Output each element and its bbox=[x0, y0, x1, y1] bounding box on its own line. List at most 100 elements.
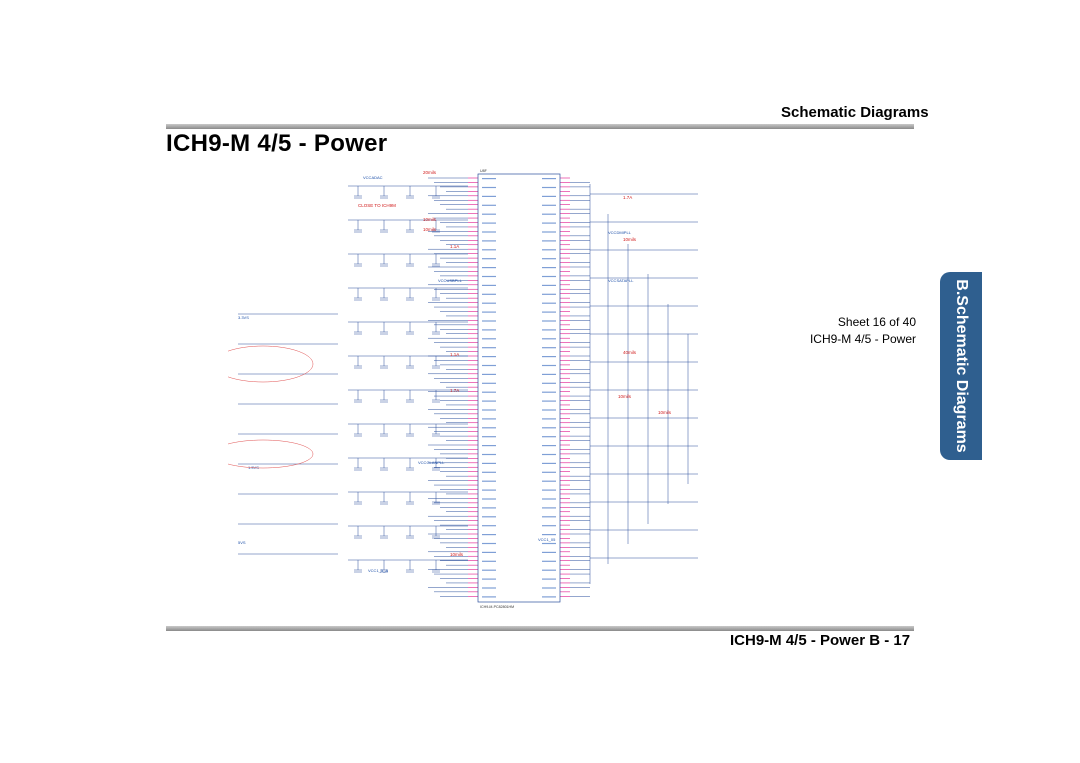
pin-name-mark bbox=[482, 462, 496, 464]
pin-name-mark bbox=[542, 569, 556, 571]
pin-name-mark bbox=[482, 284, 496, 286]
pin-name-mark bbox=[482, 293, 496, 295]
pin-name-mark bbox=[542, 525, 556, 527]
highlight-ellipse bbox=[228, 439, 314, 469]
pin-name-mark bbox=[542, 409, 556, 411]
pin-name-mark bbox=[542, 275, 556, 278]
pin-name-mark bbox=[542, 373, 556, 375]
pin-name-mark bbox=[482, 436, 496, 438]
pin-name-mark bbox=[542, 391, 556, 393]
side-tab-label: B.Schematic Diagrams bbox=[953, 279, 970, 453]
pin-name-mark bbox=[482, 258, 496, 260]
pin-name-mark bbox=[482, 204, 496, 206]
pin-name-mark bbox=[542, 338, 556, 340]
pin-name-mark bbox=[482, 231, 496, 233]
net-label: CLOSE TO ICH9M bbox=[358, 203, 396, 208]
pin-name-mark bbox=[542, 347, 556, 349]
chip-ref-label: U8F bbox=[480, 169, 488, 173]
pin-name-mark bbox=[542, 453, 556, 456]
pin-name-mark bbox=[482, 471, 496, 473]
pin-name-mark bbox=[542, 578, 556, 580]
current-label: 10mils bbox=[618, 394, 632, 399]
pin-name-mark bbox=[542, 204, 556, 206]
pin-name-mark bbox=[482, 489, 496, 491]
pin-name-mark bbox=[542, 471, 556, 473]
pin-name-mark bbox=[482, 409, 496, 411]
current-label: 20mils bbox=[423, 170, 437, 175]
pin-name-mark bbox=[482, 445, 496, 447]
pin-name-mark bbox=[482, 311, 496, 313]
pin-name-mark bbox=[482, 391, 496, 393]
pin-name-mark bbox=[482, 525, 496, 527]
pin-name-mark bbox=[542, 534, 556, 536]
pin-name-mark bbox=[542, 329, 556, 331]
pin-name-mark bbox=[482, 249, 496, 251]
pin-name-mark bbox=[542, 418, 556, 420]
sheet-number: Sheet 16 of 40 bbox=[837, 315, 916, 329]
header-rule bbox=[166, 124, 914, 129]
pin-name-mark bbox=[482, 222, 496, 224]
footer-page-label: ICH9-M 4/5 - Power B - 17 bbox=[730, 632, 911, 649]
pin-name-mark bbox=[482, 195, 496, 197]
current-label: 10mils bbox=[450, 552, 464, 557]
pin-name-mark bbox=[542, 445, 556, 447]
pin-name-mark bbox=[482, 373, 496, 375]
pin-name-mark bbox=[542, 498, 556, 500]
pin-name-mark bbox=[482, 213, 496, 215]
pin-name-mark bbox=[542, 382, 556, 384]
sheet-info: Sheet 16 of 40 ICH9-M 4/5 - Power bbox=[800, 314, 916, 348]
pin-name-mark bbox=[482, 364, 496, 367]
pin-name-mark bbox=[542, 356, 556, 358]
pin-name-mark bbox=[542, 489, 556, 491]
pin-name-mark bbox=[482, 186, 496, 189]
pin-name-mark bbox=[542, 560, 556, 562]
net-label: VCCADAC bbox=[363, 175, 383, 180]
pin-name-mark bbox=[542, 178, 556, 180]
net-label: 5VS bbox=[238, 540, 246, 545]
pin-name-mark bbox=[542, 364, 556, 367]
pin-name-mark bbox=[482, 498, 496, 500]
pin-name-mark bbox=[542, 258, 556, 260]
pin-name-mark bbox=[542, 516, 556, 518]
pin-name-mark bbox=[482, 596, 496, 598]
current-label: 1.1A bbox=[450, 244, 459, 249]
pin-name-mark bbox=[542, 542, 556, 545]
pin-name-mark bbox=[542, 222, 556, 224]
current-label: 10mils bbox=[423, 227, 437, 232]
net-label: VCCDMIPLL bbox=[608, 230, 632, 235]
pin-name-mark bbox=[482, 178, 496, 180]
pin-name-mark bbox=[542, 186, 556, 189]
pin-name-mark bbox=[482, 356, 496, 358]
pin-name-mark bbox=[482, 418, 496, 420]
current-label: 1.7A bbox=[623, 195, 632, 200]
pin-name-mark bbox=[482, 427, 496, 429]
pin-name-mark bbox=[482, 302, 496, 304]
pin-name-mark bbox=[482, 560, 496, 562]
pin-name-mark bbox=[482, 275, 496, 278]
schematic-diagram: U8F ICH9-M-PC82801HM VCCADACVCCDMIPLLVCC… bbox=[228, 169, 698, 609]
pin-name-mark bbox=[542, 587, 556, 589]
pin-name-mark bbox=[482, 587, 496, 589]
highlight-ellipse bbox=[228, 345, 314, 383]
pin-name-mark bbox=[542, 240, 556, 242]
pin-name-mark bbox=[542, 195, 556, 197]
pin-name-mark bbox=[482, 551, 496, 553]
net-label: VCCUSBPLL bbox=[438, 278, 463, 283]
pin-name-mark bbox=[482, 382, 496, 384]
net-label: 1.5VS bbox=[248, 465, 259, 470]
pin-name-mark bbox=[482, 534, 496, 536]
side-tab[interactable]: B.Schematic Diagrams bbox=[940, 272, 982, 460]
footer-rule bbox=[166, 626, 914, 631]
section-title: Schematic Diagrams bbox=[781, 104, 929, 121]
net-label: VCC1_5_A bbox=[368, 568, 388, 573]
pin-name-mark bbox=[542, 302, 556, 304]
net-label: VCC1_05 bbox=[538, 537, 556, 542]
net-label: VCCSATAPLL bbox=[608, 278, 634, 283]
pin-name-mark bbox=[542, 596, 556, 598]
current-label: 10mils bbox=[423, 217, 437, 222]
pin-name-mark bbox=[482, 329, 496, 331]
pin-name-mark bbox=[542, 427, 556, 429]
current-label: 1.1A bbox=[450, 352, 459, 357]
pin-name-mark bbox=[482, 578, 496, 580]
pin-name-mark bbox=[542, 462, 556, 464]
